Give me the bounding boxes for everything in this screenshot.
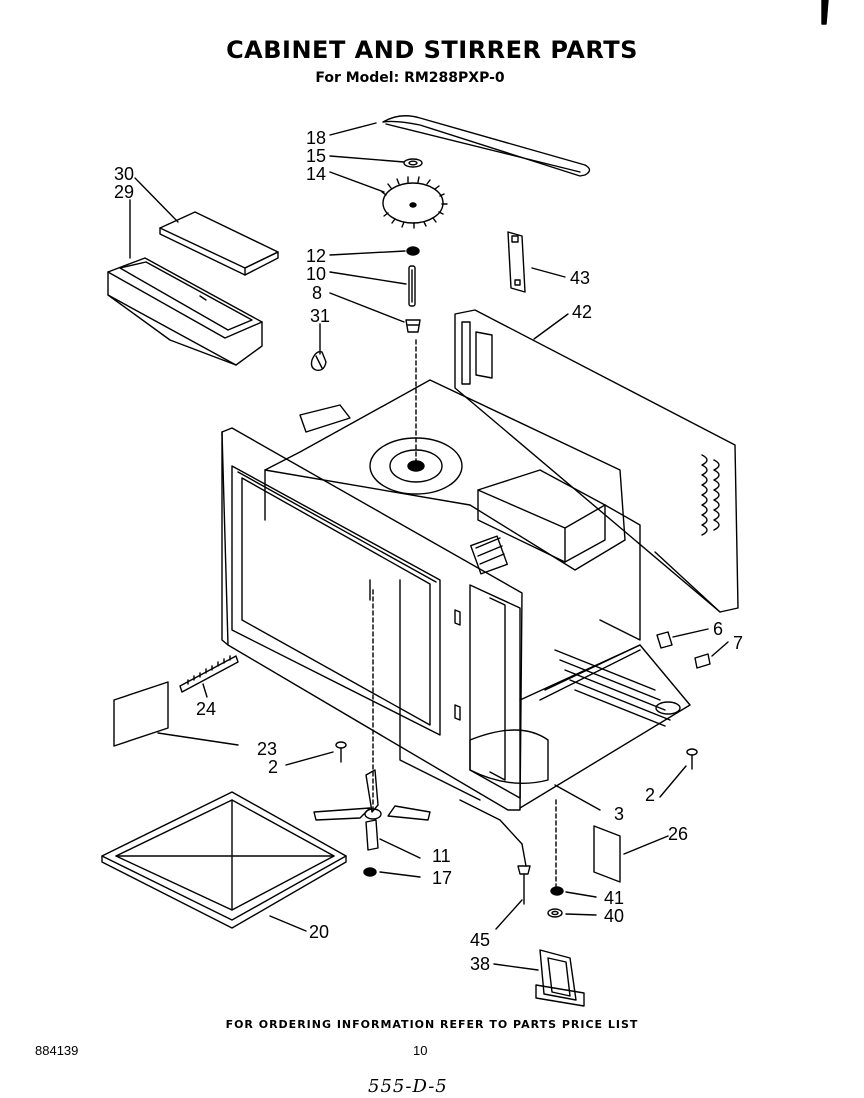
- callout-41: 41: [604, 888, 624, 908]
- part-45-sensor: [459, 799, 531, 905]
- page-number: 10: [413, 1043, 428, 1058]
- callout-31: 31: [310, 306, 330, 326]
- callout-2-left: 2: [268, 757, 278, 777]
- callout-8: 8: [312, 283, 322, 303]
- part-30-waveguide-cover: [159, 211, 279, 276]
- callout-17: 17: [432, 868, 452, 888]
- callout-18: 18: [306, 128, 326, 148]
- part-15-retainer: [403, 158, 423, 168]
- callout-14: 14: [306, 164, 326, 184]
- part-26-cover: [593, 825, 621, 883]
- callout-24: 24: [196, 699, 216, 719]
- callout-30: 30: [114, 164, 134, 184]
- part-38-thermal-switch: [535, 949, 585, 1007]
- callout-11: 11: [432, 846, 451, 866]
- ordering-note: FOR ORDERING INFORMATION REFER TO PARTS …: [225, 1018, 639, 1031]
- part-23-insulation: [113, 681, 169, 747]
- callout-43: 43: [570, 268, 590, 288]
- callout-2-right: 2: [645, 785, 655, 805]
- callout-45: 45: [470, 930, 490, 950]
- part-17-nut: [363, 867, 377, 877]
- document-number: 884139: [35, 1043, 79, 1058]
- part-3-cavity-cabinet: [221, 339, 691, 811]
- part-2-screw-left: [335, 741, 347, 763]
- part-42-back-panel: [454, 309, 739, 613]
- callout-40: 40: [604, 906, 624, 926]
- callout-38: 38: [470, 954, 490, 974]
- part-11-stirrer-fan: [313, 589, 431, 851]
- part-43-bracket: [507, 231, 526, 293]
- callout-6: 6: [713, 619, 723, 639]
- part-8-bushing: [405, 319, 421, 333]
- leader-lines: [129, 122, 729, 971]
- callout-29: 29: [114, 182, 134, 202]
- callout-23: 23: [257, 739, 277, 759]
- part-20-tray: [101, 791, 347, 929]
- corner-mark: [821, 0, 829, 25]
- callout-3: 3: [614, 804, 624, 824]
- callout-20: 20: [309, 922, 329, 942]
- callout-10: 10: [306, 264, 326, 284]
- part-29-duct: [107, 257, 263, 366]
- part-12-washer: [406, 246, 420, 256]
- model-subtitle: For Model: RM288PXP-0: [315, 70, 505, 86]
- handwritten-note: 555-D-5: [368, 1076, 448, 1097]
- callout-15: 15: [306, 146, 326, 166]
- part-40-washer: [547, 908, 563, 918]
- part-24-choke: [179, 655, 239, 693]
- page-title: CABINET AND STIRRER PARTS: [226, 36, 638, 64]
- callout-labels: 18 15 14 30 29 12 10 8 31 43 42 6 7 24 2…: [114, 128, 743, 974]
- part-14-pulley: [381, 176, 448, 229]
- callout-12: 12: [306, 246, 326, 266]
- part-6-clip: [656, 631, 673, 649]
- part-18-belt: [382, 115, 591, 177]
- part-10-shaft: [408, 265, 416, 307]
- callout-42: 42: [572, 302, 592, 322]
- part-41-nut: [550, 886, 564, 896]
- part-31-clip: [310, 350, 327, 372]
- part-2-screw-right: [686, 748, 698, 770]
- callout-7: 7: [733, 633, 743, 653]
- callout-26: 26: [668, 824, 688, 844]
- part-7-screw: [694, 653, 711, 669]
